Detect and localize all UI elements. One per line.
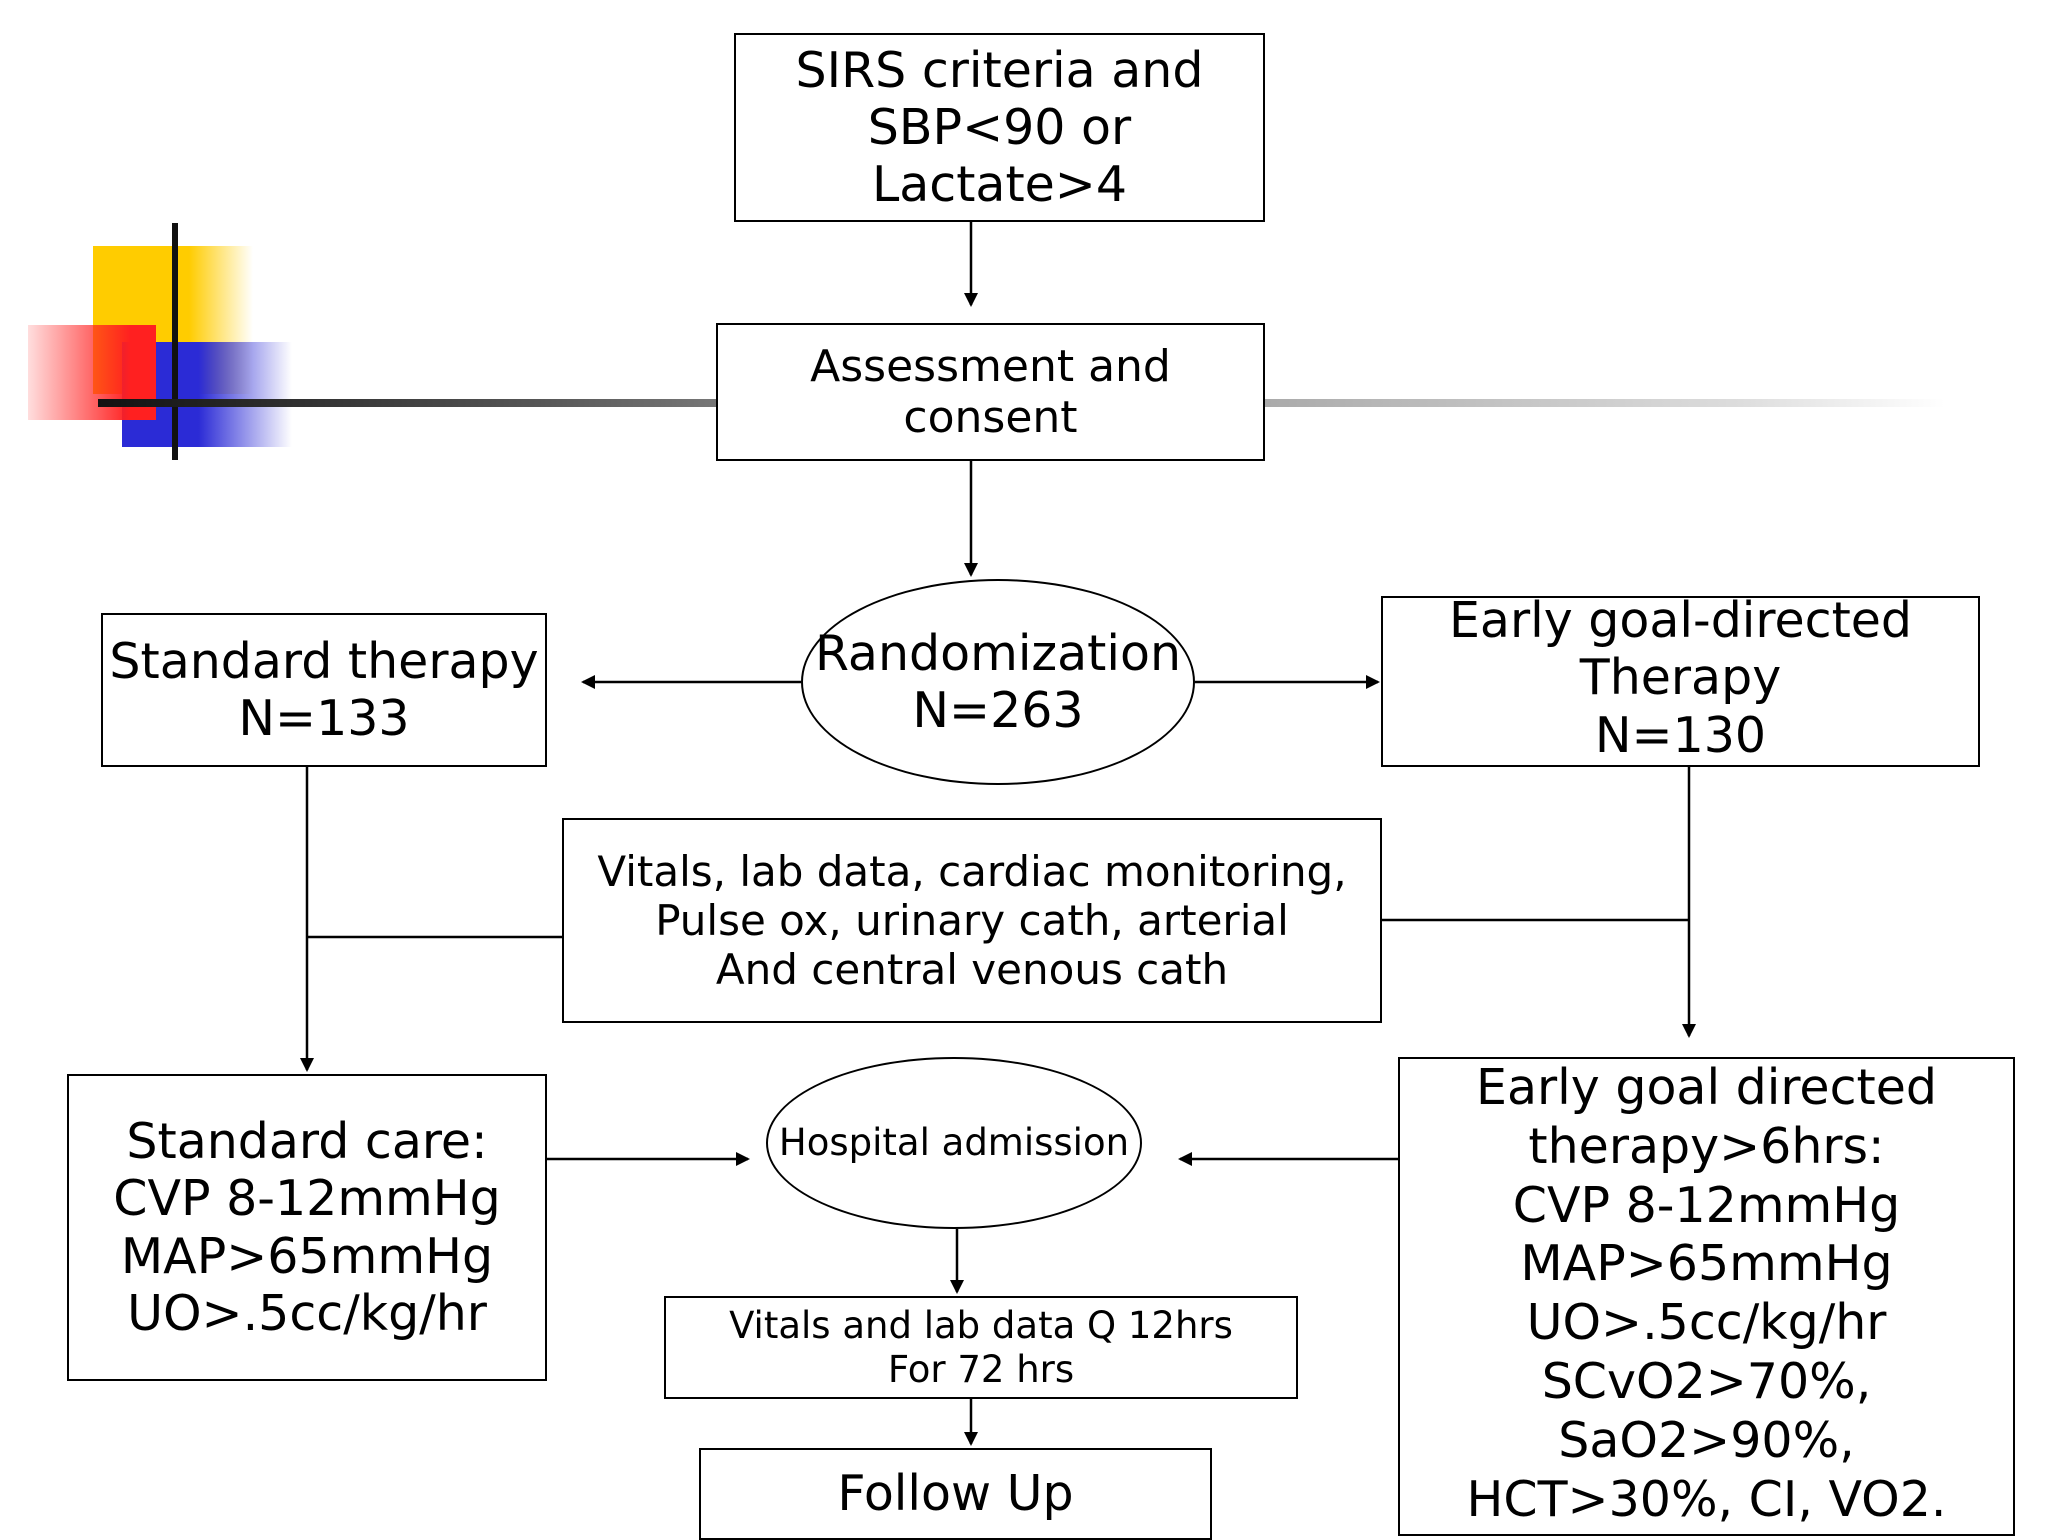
vertical-rule-decoration [172,223,178,460]
assessment-consent-box: Assessment and consent [716,323,1265,461]
follow-up-box: Follow Up [699,1448,1212,1540]
hospital-admission-text: Hospital admission [778,1121,1130,1165]
horizontal-rule-right [1265,399,1945,407]
standard-care-text: Standard care: CVP 8-12mmHg MAP>65mmHg U… [113,1112,501,1342]
egdt-goals-text: Early goal directed therapy>6hrs: CVP 8-… [1466,1059,1947,1528]
egdt-goals-box: Early goal directed therapy>6hrs: CVP 8-… [1398,1057,2015,1536]
egdt-box: Early goal-directed Therapy N=130 [1381,592,1980,767]
follow-up-text: Follow Up [837,1465,1074,1523]
assessment-consent-text: Assessment and consent [810,340,1171,443]
hospital-admission-ellipse: Hospital admission [766,1057,1142,1229]
randomization-ellipse: Randomization N=263 [801,579,1195,785]
egdt-text: Early goal-directed Therapy N=130 [1448,592,1913,764]
standard-therapy-text: Standard therapy N=133 [109,632,539,747]
sirs-criteria-box: SIRS criteria and SBP<90 or Lactate>4 [734,33,1265,222]
standard-care-box: Standard care: CVP 8-12mmHg MAP>65mmHg U… [67,1074,547,1381]
horizontal-rule-left [98,399,718,407]
randomization-text: Randomization N=263 [814,624,1182,739]
monitoring-text: Vitals, lab data, cardiac monitoring, Pu… [597,846,1347,995]
vitals-q12-box: Vitals and lab data Q 12hrs For 72 hrs [664,1296,1298,1399]
standard-therapy-box: Standard therapy N=133 [101,613,547,767]
monitoring-box: Vitals, lab data, cardiac monitoring, Pu… [562,818,1382,1023]
sirs-criteria-text: SIRS criteria and SBP<90 or Lactate>4 [795,41,1204,214]
vitals-q12-text: Vitals and lab data Q 12hrs For 72 hrs [729,1304,1233,1391]
